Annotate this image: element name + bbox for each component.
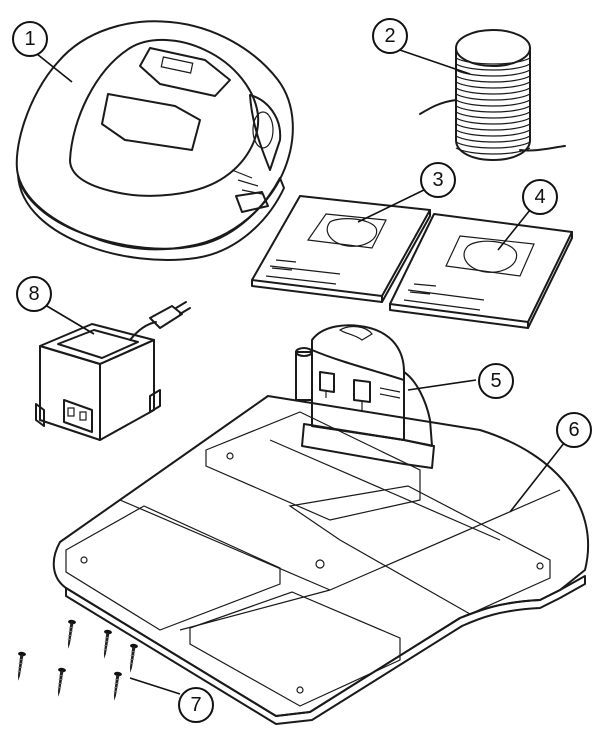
callout-7: 7	[178, 687, 214, 723]
callout-3: 3	[420, 162, 456, 198]
callout-7-label: 7	[190, 694, 201, 716]
screw-icon	[67, 619, 76, 649]
callout-3-label: 3	[432, 169, 443, 191]
callout-1-label: 1	[24, 28, 35, 50]
wire-winding-line	[455, 99, 531, 107]
screw-icon	[113, 671, 122, 701]
callout-2: 2	[372, 18, 408, 54]
callout-4: 4	[522, 179, 558, 215]
wire-winding-line	[455, 117, 531, 125]
callout-4-label: 4	[534, 186, 545, 208]
wire-winding-line	[455, 135, 531, 143]
leader-lines	[29, 47, 569, 695]
callout-6-label: 6	[568, 419, 579, 441]
wire-winding-line	[455, 147, 531, 155]
wire-winding-line	[455, 93, 531, 101]
screw-icon	[103, 629, 112, 659]
callout-8-label: 8	[28, 283, 39, 305]
wire-winding-line	[455, 57, 531, 65]
screw-icon	[17, 651, 26, 681]
wire-winding-line	[455, 105, 531, 113]
callout-6: 6	[556, 412, 592, 448]
callout-2-label: 2	[384, 25, 395, 47]
robotic-mower-icon	[15, 20, 294, 261]
wire-winding-line	[455, 87, 531, 95]
charging-station-icon	[295, 324, 435, 469]
screws-group	[17, 619, 138, 701]
callout-1: 1	[12, 21, 48, 57]
wire-winding-line	[455, 69, 531, 77]
screw-icon	[57, 667, 66, 697]
manual-booklet-icon	[389, 213, 573, 329]
callout-5: 5	[478, 363, 514, 399]
callout-8: 8	[16, 276, 52, 312]
screw-icon	[129, 643, 138, 673]
station-base-plate-icon	[52, 395, 590, 725]
boundary-wire-spool-icon	[419, 29, 566, 161]
callout-5-label: 5	[490, 370, 501, 392]
wire-winding-line	[455, 123, 531, 131]
power-supply-icon	[35, 301, 191, 441]
wire-winding-line	[455, 81, 531, 89]
wire-winding-line	[455, 129, 531, 137]
wire-winding-line	[455, 111, 531, 119]
wire-winding-line	[455, 63, 531, 71]
wire-winding-line	[455, 75, 531, 83]
wire-winding-line	[455, 141, 531, 149]
manual-booklet-icon	[251, 195, 431, 303]
